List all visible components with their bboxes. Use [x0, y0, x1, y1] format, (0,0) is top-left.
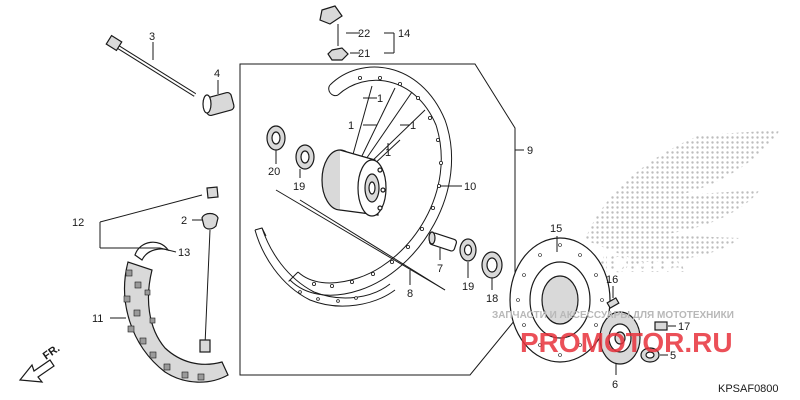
label-1a: 1	[377, 93, 383, 105]
label-8: 8	[407, 288, 413, 300]
label-6: 6	[612, 379, 618, 391]
label-19b: 19	[462, 281, 474, 293]
brake-disc	[509, 237, 611, 363]
label-3: 3	[149, 31, 155, 43]
label-17: 17	[678, 321, 690, 333]
dust-seal-right	[481, 251, 503, 279]
bearing-right	[459, 238, 477, 262]
label-12: 12	[72, 217, 84, 229]
label-22: 22	[358, 28, 370, 40]
rim-band-cap	[206, 186, 219, 199]
disc-bolt	[606, 297, 620, 309]
label-1c: 1	[410, 120, 416, 132]
rim-lower-segment	[254, 227, 396, 307]
label-20: 20	[268, 166, 280, 178]
right-side-collar	[640, 347, 660, 363]
axle	[105, 34, 197, 97]
label-4: 4	[214, 68, 220, 80]
label-11: 11	[92, 313, 103, 325]
side-collar	[202, 91, 235, 117]
spokes	[351, 85, 426, 169]
dust-seal-left	[295, 144, 315, 170]
part-labels: 3 4 22 14 21 1 1 1 1 9 10 20 19 12 2 13 …	[72, 28, 690, 391]
rim-band	[201, 212, 219, 230]
wheel-rim	[288, 66, 453, 296]
tube	[134, 241, 170, 261]
label-5: 5	[670, 350, 676, 362]
label-2: 2	[181, 215, 187, 227]
retainer-screw	[654, 321, 668, 331]
label-15: 15	[550, 223, 562, 235]
diagram-code: KPSAF0800	[718, 383, 779, 395]
wheel-hub	[321, 149, 387, 217]
label-19a: 19	[293, 181, 305, 193]
label-7: 7	[437, 263, 443, 275]
tire	[123, 261, 229, 383]
honda-wing-logo: HONDA	[585, 130, 780, 278]
label-1d: 1	[385, 147, 391, 159]
watermark-brand: PROMOTOR.RU	[520, 327, 733, 358]
label-13: 13	[178, 247, 190, 259]
label-9: 9	[527, 145, 533, 157]
watermark-slogan: ЗАПЧАСТИ И АКСЕССУАРЫ ДЛЯ МОТОТЕХНИКИ	[492, 310, 734, 321]
valve-nut	[327, 47, 349, 61]
valve-cap	[319, 5, 343, 25]
assembly-outline	[239, 63, 516, 376]
front-direction-arrow: FR.	[18, 342, 62, 383]
label-21: 21	[358, 48, 370, 60]
label-18: 18	[486, 293, 498, 305]
shop-watermark: ЗАПЧАСТИ И АКСЕССУАРЫ ДЛЯ МОТОТЕХНИКИ PR…	[492, 310, 734, 358]
meter-gearbox	[599, 311, 641, 365]
valve-stem	[199, 339, 211, 353]
direction-label: FR.	[41, 342, 62, 362]
label-16: 16	[606, 274, 618, 286]
label-10: 10	[464, 181, 476, 193]
honda-logo-text: HONDA	[590, 248, 686, 278]
label-1b: 1	[348, 120, 354, 132]
distance-collar	[428, 231, 458, 252]
bearing-left	[266, 125, 286, 151]
label-14: 14	[398, 28, 410, 40]
